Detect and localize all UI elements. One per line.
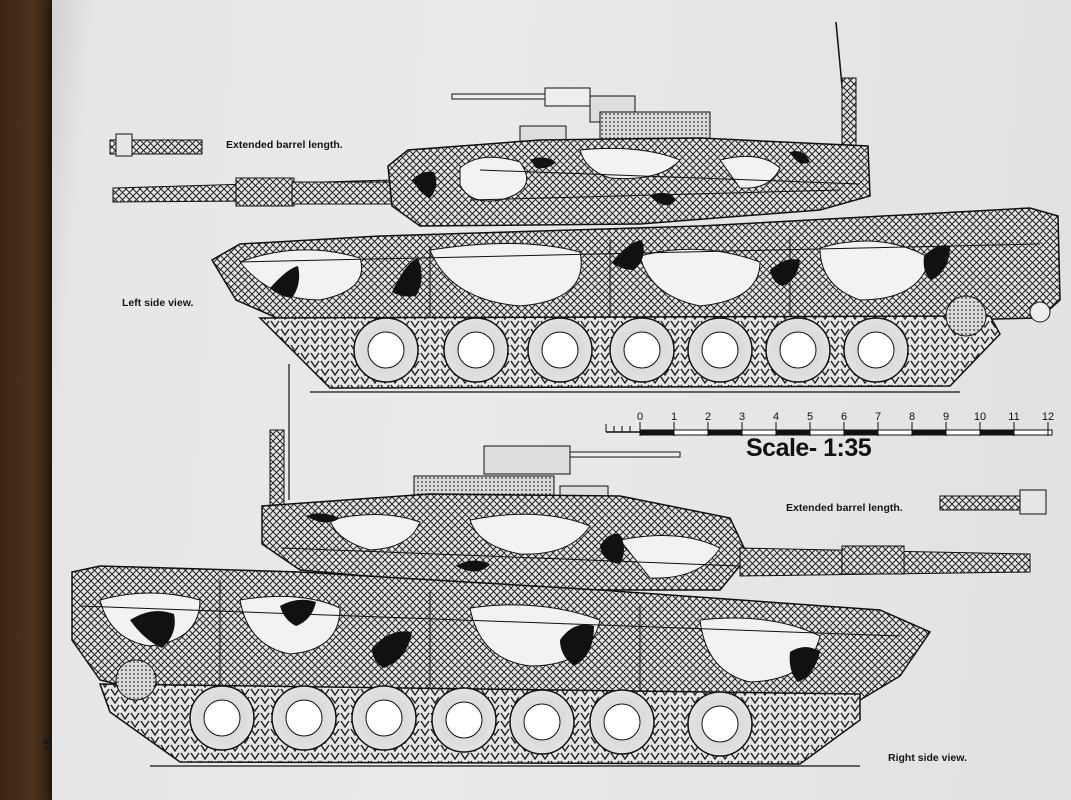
bottom-running-gear	[98, 659, 861, 767]
scale-tick-label: 0	[637, 411, 643, 423]
scale-tick-label: 6	[841, 411, 847, 423]
scale-tick-label: 3	[739, 411, 745, 423]
label-extended-barrel-bottom: Extended barrel length.	[786, 502, 903, 514]
scale-tick-label: 10	[974, 411, 986, 423]
scale-tick-label: 7	[875, 411, 881, 423]
scale-tick-label: 9	[943, 411, 949, 423]
tank-left-side-view	[109, 21, 1061, 393]
top-main-gun	[112, 177, 395, 207]
scale-tick-label: 2	[705, 411, 711, 423]
scale-bar: 0 1 2 3 4 5 6 7 8 9 10 11 12	[605, 411, 1054, 436]
label-left-side-view: Left side view.	[122, 297, 194, 309]
scale-tick-label: 1	[671, 411, 677, 423]
bottom-main-gun	[739, 545, 1031, 577]
label-right-side-view: Right side view.	[888, 752, 967, 764]
top-turret-machine-gun	[451, 87, 711, 151]
top-hull	[210, 207, 1061, 329]
top-turret	[387, 137, 871, 227]
scale-tick-label: 11	[1008, 411, 1019, 423]
bottom-turret	[261, 493, 749, 591]
extended-barrel-sample-top	[109, 133, 203, 157]
label-extended-barrel-top: Extended barrel length.	[226, 139, 343, 151]
scale-label: Scale- 1:35	[746, 434, 872, 462]
page-number: 97	[40, 738, 54, 752]
scale-tick-label: 4	[773, 411, 779, 423]
bottom-hull	[71, 565, 932, 705]
scale-tick-label: 8	[909, 411, 915, 423]
top-running-gear	[258, 295, 1051, 393]
tank-right-side-view	[71, 364, 1047, 767]
extended-barrel-sample-bottom	[939, 489, 1047, 515]
scale-tick-label: 5	[807, 411, 813, 423]
scale-tick-label: 12	[1042, 411, 1054, 423]
